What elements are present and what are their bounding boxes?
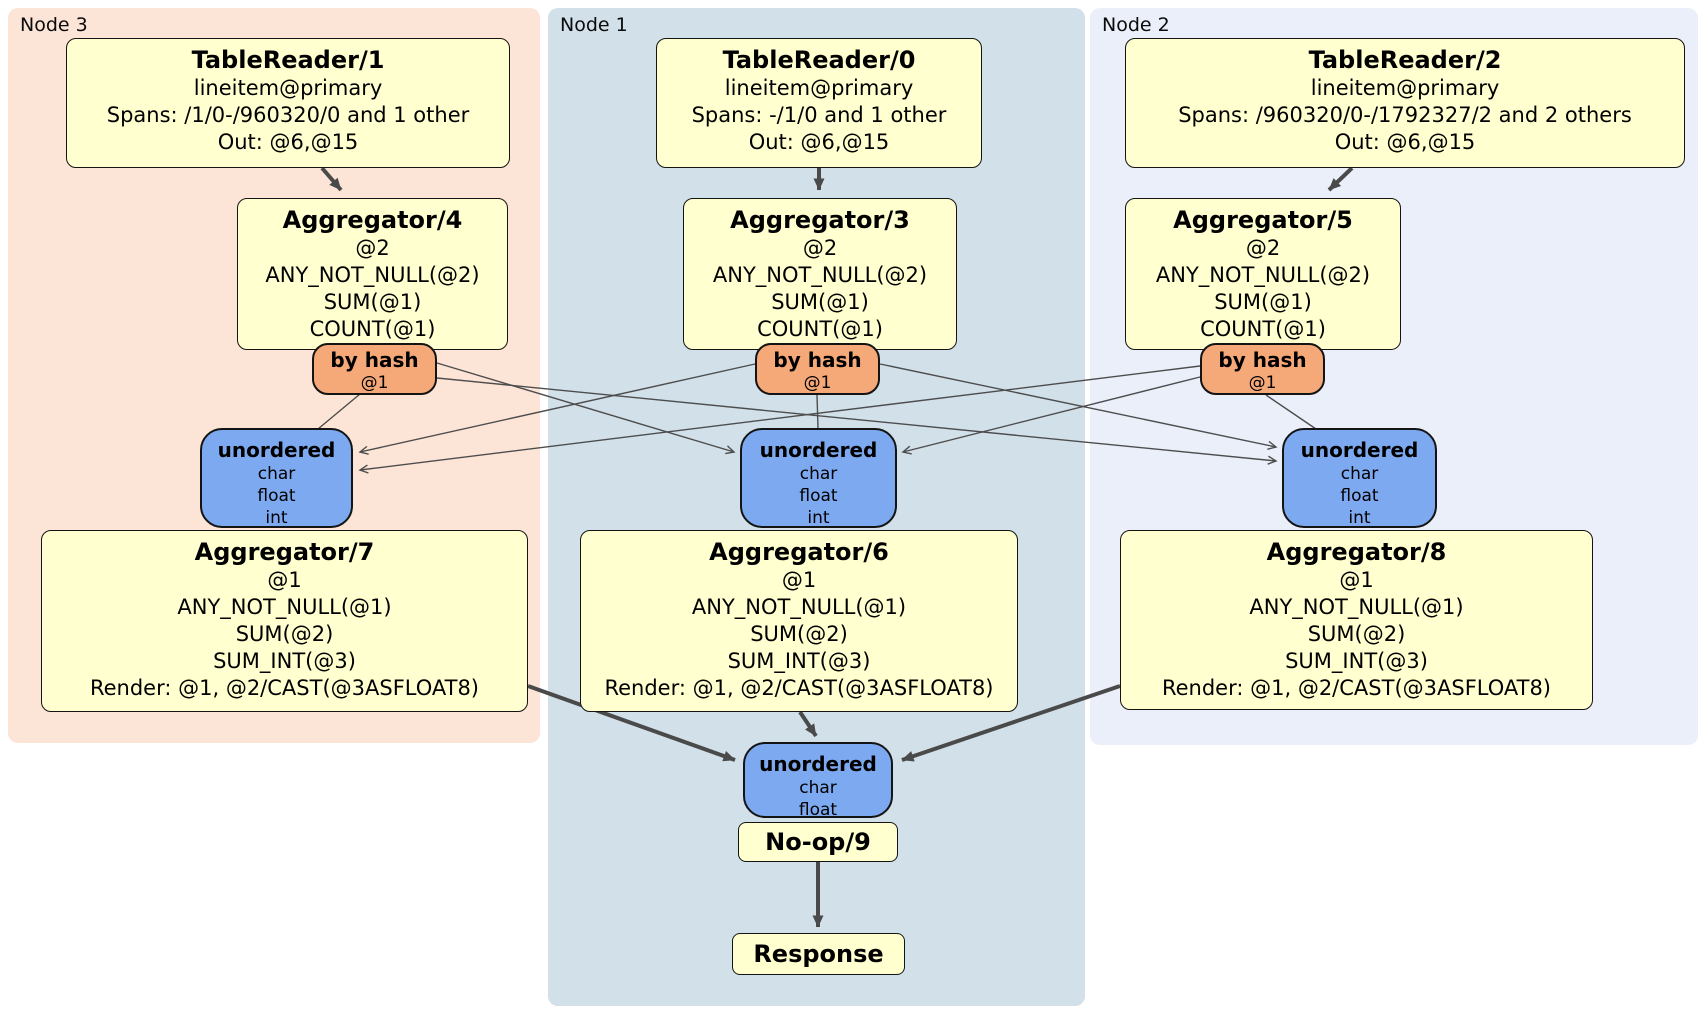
processor-tablereader-1: TableReader/1 lineitem@primary Spans: /1… — [66, 38, 510, 168]
processor-line: ANY_NOT_NULL(@2) — [712, 263, 928, 287]
router-line: @1 — [803, 373, 832, 393]
processor-line: ANY_NOT_NULL(@2) — [1155, 263, 1371, 287]
router-line: @1 — [1248, 373, 1277, 393]
processor-line: SUM_INT(@3) — [727, 649, 871, 673]
processor-noop-9: No-op/9 — [738, 822, 898, 862]
router-title: by hash — [773, 348, 862, 372]
panel-node-2-label: Node 2 — [1102, 14, 1170, 36]
processor-title: TableReader/2 — [1308, 46, 1502, 74]
processor-line: COUNT(@1) — [757, 317, 883, 341]
processor-aggregator-6: Aggregator/6 @1 ANY_NOT_NULL(@1) SUM(@2)… — [580, 530, 1018, 712]
processor-line: @1 — [1339, 568, 1374, 592]
processor-line: SUM(@1) — [1214, 290, 1312, 314]
router-title: by hash — [1218, 348, 1307, 372]
sync-line: int — [265, 508, 288, 528]
processor-title: Aggregator/8 — [1266, 538, 1447, 566]
processor-title: Aggregator/7 — [194, 538, 375, 566]
processor-title: No-op/9 — [765, 828, 871, 856]
processor-aggregator-7: Aggregator/7 @1 ANY_NOT_NULL(@1) SUM(@2)… — [41, 530, 528, 712]
processor-line: SUM(@2) — [750, 622, 848, 646]
sync-title: unordered — [217, 438, 336, 462]
sync-line: char — [799, 464, 838, 484]
processor-title: Aggregator/6 — [709, 538, 889, 566]
processor-line: SUM_INT(@3) — [1285, 649, 1428, 673]
processor-title: Aggregator/4 — [282, 206, 463, 234]
sync-unordered-final: unordered char float — [743, 742, 893, 820]
processor-line: @1 — [267, 568, 302, 592]
processor-line: SUM(@2) — [235, 622, 334, 646]
sync-unordered-node3: unordered char float int — [200, 428, 353, 528]
processor-aggregator-4: Aggregator/4 @2 ANY_NOT_NULL(@2) SUM(@1)… — [237, 198, 508, 350]
sync-line: int — [1348, 508, 1371, 528]
processor-title: Aggregator/5 — [1173, 206, 1353, 234]
processor-line: lineitem@primary — [724, 76, 914, 100]
processor-line: lineitem@primary — [193, 76, 383, 100]
processor-line: COUNT(@1) — [309, 317, 436, 341]
processor-line: @1 — [781, 568, 817, 592]
processor-line: SUM(@2) — [1307, 622, 1406, 646]
panel-node-3-label: Node 3 — [20, 14, 88, 36]
sync-line: float — [1340, 486, 1379, 506]
router-by-hash-node2: by hash @1 — [1200, 343, 1325, 395]
sync-line: char — [1340, 464, 1379, 484]
processor-tablereader-0: TableReader/0 lineitem@primary Spans: -/… — [656, 38, 982, 168]
processor-line: Out: @6,@15 — [1334, 130, 1476, 154]
sync-line: float — [798, 800, 838, 820]
sync-line: char — [799, 778, 837, 798]
panel-node-1-label: Node 1 — [560, 14, 628, 36]
processor-line: Render: @1, @2/CAST(@3ASFLOAT8) — [604, 676, 994, 700]
processor-line: Out: @6,@15 — [748, 130, 890, 154]
processor-line: Render: @1, @2/CAST(@3ASFLOAT8) — [1161, 676, 1552, 700]
processor-title: Response — [753, 940, 884, 968]
sync-line: char — [257, 464, 296, 484]
processor-line: @2 — [802, 236, 838, 260]
processor-line: ANY_NOT_NULL(@1) — [177, 595, 392, 619]
sync-unordered-node2: unordered char float int — [1282, 428, 1437, 528]
processor-line: @2 — [355, 236, 390, 260]
sync-line: int — [807, 508, 830, 528]
processor-line: SUM(@1) — [323, 290, 422, 314]
processor-line: SUM(@1) — [771, 290, 869, 314]
router-by-hash-node3: by hash @1 — [312, 343, 437, 395]
processor-response: Response — [732, 933, 905, 975]
processor-aggregator-5: Aggregator/5 @2 ANY_NOT_NULL(@2) SUM(@1)… — [1125, 198, 1401, 350]
router-line: @1 — [360, 373, 389, 393]
processor-line: Out: @6,@15 — [217, 130, 359, 154]
processor-title: TableReader/1 — [191, 46, 385, 74]
processor-line: @2 — [1245, 236, 1281, 260]
processor-aggregator-8: Aggregator/8 @1 ANY_NOT_NULL(@1) SUM(@2)… — [1120, 530, 1593, 710]
sync-title: unordered — [1300, 438, 1419, 462]
processor-aggregator-3: Aggregator/3 @2 ANY_NOT_NULL(@2) SUM(@1)… — [683, 198, 957, 350]
processor-line: Render: @1, @2/CAST(@3ASFLOAT8) — [89, 676, 480, 700]
processor-line: Spans: /960320/0-/1792327/2 and 2 others — [1178, 103, 1632, 127]
processor-line: Spans: /1/0-/960320/0 and 1 other — [106, 103, 470, 127]
processor-line: ANY_NOT_NULL(@1) — [1249, 595, 1464, 619]
processor-line: ANY_NOT_NULL(@1) — [691, 595, 907, 619]
processor-title: TableReader/0 — [722, 46, 916, 74]
router-by-hash-node1: by hash @1 — [755, 343, 880, 395]
processor-line: Spans: -/1/0 and 1 other — [691, 103, 947, 127]
sync-line: float — [257, 486, 296, 506]
sync-unordered-node1: unordered char float int — [740, 428, 897, 528]
processor-line: COUNT(@1) — [1200, 317, 1326, 341]
processor-line: SUM_INT(@3) — [213, 649, 356, 673]
sync-title: unordered — [759, 752, 877, 776]
processor-line: lineitem@primary — [1310, 76, 1500, 100]
router-title: by hash — [330, 348, 419, 372]
processor-tablereader-2: TableReader/2 lineitem@primary Spans: /9… — [1125, 38, 1685, 168]
sync-line: float — [799, 486, 838, 506]
sync-title: unordered — [759, 438, 878, 462]
processor-title: Aggregator/3 — [730, 206, 910, 234]
processor-line: ANY_NOT_NULL(@2) — [265, 263, 480, 287]
